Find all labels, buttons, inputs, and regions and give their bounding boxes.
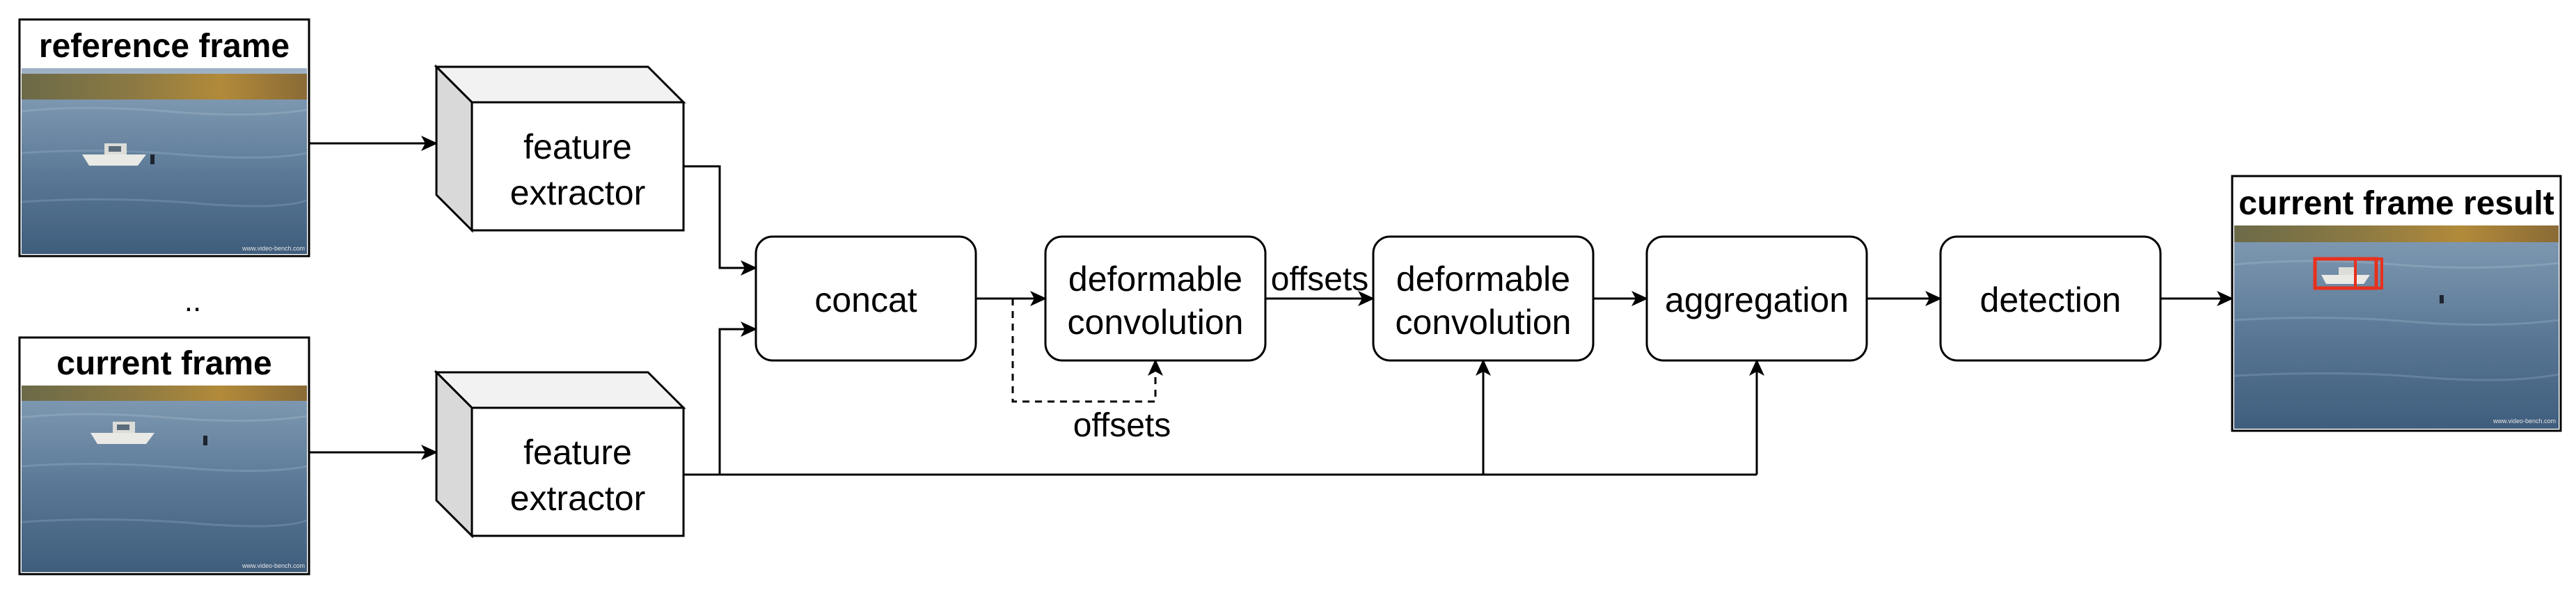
boat-icon <box>90 422 155 444</box>
aggregation-node: aggregation <box>1645 235 1868 362</box>
deformable-convolution-1-line1: deformable <box>1068 260 1242 299</box>
feature-extractor-top-line2: extractor <box>510 173 646 212</box>
reference-frame-panel: reference frame www.video-bench.com <box>18 18 310 257</box>
deformable-convolution-2-node: deformable convolution <box>1372 235 1595 362</box>
offsets-label-bottom: offsets <box>1073 407 1171 444</box>
reference-frame-title: reference frame <box>39 28 290 65</box>
reference-frame-watermark: www.video-bench.com <box>242 245 305 252</box>
detection-bbox-secondary <box>2354 257 2383 289</box>
concat-label: concat <box>814 280 917 319</box>
aggregation-label: aggregation <box>1665 280 1849 319</box>
deformable-convolution-2-line2: convolution <box>1396 303 1572 342</box>
feature-extractor-bottom: feature extractor <box>434 370 686 539</box>
detection-node: detection <box>1939 235 2162 362</box>
offsets-label-top: offsets <box>1271 261 1369 298</box>
current-frame-watermark: www.video-bench.com <box>242 562 305 569</box>
current-frame-image: www.video-bench.com <box>21 386 308 572</box>
detection-label: detection <box>1980 280 2121 319</box>
current-frame-panel: current frame www.video-bench.com <box>18 336 310 576</box>
feature-extractor-top-line1: feature <box>523 127 632 166</box>
deformable-convolution-1-line2: convolution <box>1068 303 1244 342</box>
boat-icon <box>82 143 146 166</box>
deformable-convolution-1-node: deformable convolution <box>1044 235 1267 362</box>
result-frame-title: current frame result <box>2238 185 2554 222</box>
deformable-convolution-2-line1: deformable <box>1396 260 1570 299</box>
concat-node: concat <box>754 235 977 362</box>
result-frame-panel: current frame result www.video-bench.com <box>2231 175 2562 432</box>
reference-frame-image: www.video-bench.com <box>21 68 308 254</box>
current-frame-title: current frame <box>56 345 271 382</box>
edge-extractor-bottom-to-concat <box>683 322 757 476</box>
feature-extractor-bottom-line2: extractor <box>510 479 646 518</box>
boat-icon <box>2321 267 2370 284</box>
edge-offsets-dashed <box>1011 299 1163 403</box>
edges <box>309 136 2234 476</box>
result-frame-watermark: www.video-bench.com <box>2492 418 2556 425</box>
edge-extractor-top-to-concat <box>683 165 757 276</box>
feature-extractor-bottom-line1: feature <box>523 433 632 472</box>
feature-extractor-top: feature extractor <box>434 64 686 233</box>
result-frame-image: www.video-bench.com <box>2234 225 2559 429</box>
frames-ellipsis: .. <box>184 284 201 318</box>
detection-bbox <box>2313 257 2378 290</box>
